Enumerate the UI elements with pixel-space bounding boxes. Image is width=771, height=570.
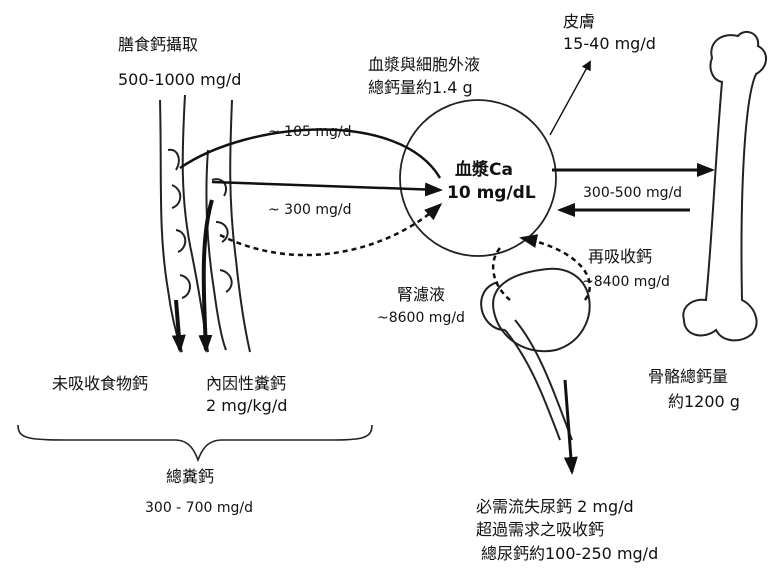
total-feces-amount: 300 - 700 mg/d [145, 498, 253, 518]
unabsorbed-label: 未吸收食物鈣 [52, 374, 148, 394]
reabsorb-label: 再吸收鈣 [588, 247, 652, 267]
bone-total-line2: 約1200 g [668, 392, 740, 412]
absorption-arrow [212, 182, 440, 190]
skin-amount: 15-40 mg/d [563, 34, 656, 54]
urine-line3: 總尿鈣約100-250 mg/d [481, 544, 658, 564]
filtrate-label: 腎濾液 [397, 285, 445, 305]
filtrate-amount: ~8600 mg/d [377, 308, 465, 328]
total-feces-label: 總糞鈣 [166, 467, 214, 487]
plasma-title-line2: 總鈣量約1.4 g [368, 78, 473, 98]
skin-title: 皮膚 [563, 12, 595, 32]
urine-line1: 必需流失尿鈣 2 mg/d [476, 497, 634, 517]
skin-loss-arrow [550, 62, 590, 135]
plasma-center-line1: 血漿Ca [455, 160, 513, 180]
kidney-shape [481, 269, 590, 440]
reabsorb-amount: ~8400 mg/d [582, 272, 670, 292]
total-feces-brace [18, 425, 372, 460]
absorption-rate: ~ 300 mg/d [268, 200, 351, 220]
intake-amount: 500-1000 mg/d [118, 70, 241, 90]
endogenous-line2: 2 mg/kg/d [206, 396, 287, 416]
bone-total-line1: 骨骼總鈣量 [648, 367, 728, 387]
endogenous-line1: 內因性糞鈣 [206, 374, 286, 394]
urine-line2: 超過需求之吸收鈣 [476, 520, 604, 540]
bone-exchange-rate: 300-500 mg/d [583, 183, 682, 203]
endogenous-arrow [204, 200, 212, 350]
unabsorbed-arrow [176, 300, 180, 350]
secretion-rate: ~ 105 mg/d [268, 122, 351, 142]
intake-title: 膳食鈣攝取 [118, 35, 198, 55]
plasma-title-line1: 血漿與細胞外液 [368, 55, 480, 75]
plasma-center-line2: 10 mg/dL [447, 183, 536, 203]
femur-shape [683, 32, 766, 340]
